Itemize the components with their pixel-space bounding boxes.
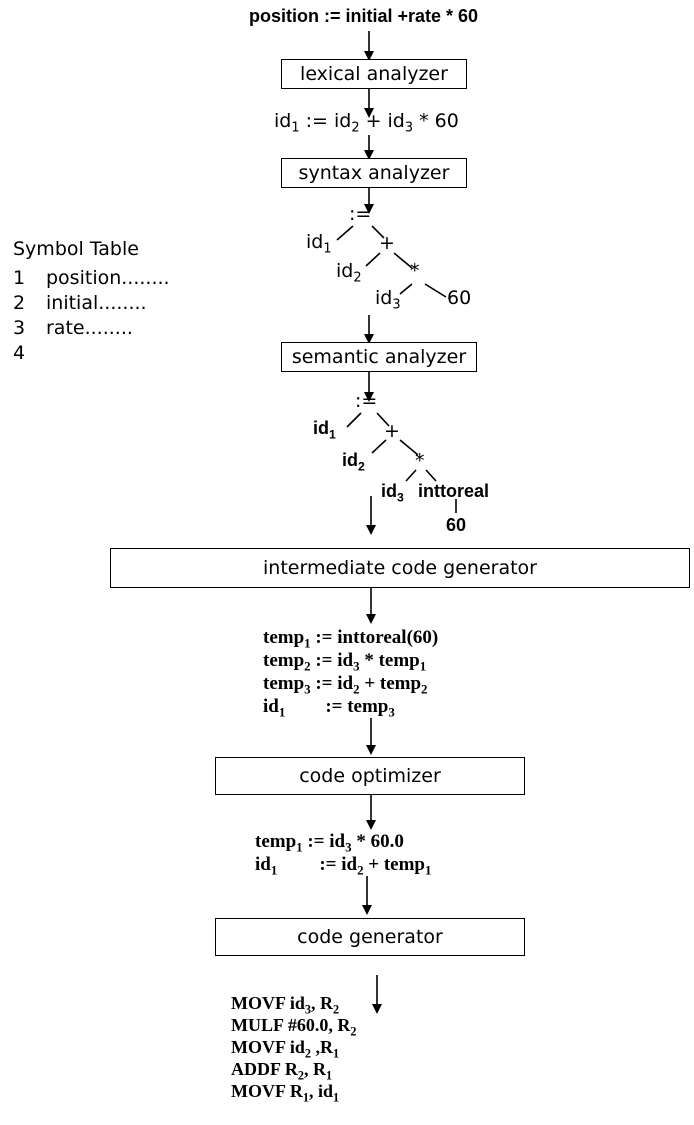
code-line: MULF #60.0, R2 (231, 1015, 357, 1039)
code-line: temp1 := id3 * 60.0 (255, 831, 404, 855)
syntax-analyzer-label: syntax analyzer (298, 162, 450, 184)
semantic-edge-plus-id2 (371, 439, 387, 454)
semantic-edge-plus-times (399, 439, 419, 456)
semantic-tree-id2-node: id2 (342, 450, 365, 474)
semantic-tree-assign-node: := (355, 390, 378, 412)
code-generator-label: code generator (297, 926, 443, 948)
semantic-tree-plus-node: + (384, 420, 400, 442)
code-line: temp2 := id3 * temp1 (263, 650, 427, 674)
source-statement: position := initial +rate * 60 (249, 6, 479, 26)
code-line: ADDF R2, R1 (231, 1059, 333, 1083)
syntax-edge-times-id3 (399, 283, 413, 295)
semantic-edge-times-id3 (405, 469, 417, 482)
code-line: MOVF id3, R2 (231, 993, 340, 1017)
syntax-tree-id3-node: id3 (375, 287, 401, 313)
lexical-analyzer-label: lexical analyzer (300, 63, 448, 85)
code-generator-box: code generator (215, 918, 525, 956)
syntax-tree-times-node: * (410, 260, 420, 282)
syntax-tree-60-node: 60 (447, 287, 472, 309)
intermediate-code: temp1 := inttoreal(60) temp2 := id3 * te… (263, 626, 438, 718)
semantic-analyzer-label: semantic analyzer (291, 346, 467, 368)
code-line: temp1 := inttoreal(60) (263, 627, 439, 651)
machine-code: MOVF id3, R2 MULF #60.0, R2 MOVF id2 ,R1… (231, 992, 357, 1105)
symbol-table-title: Symbol Table (13, 238, 139, 260)
semantic-tree-id3-node: id3 (381, 481, 404, 505)
syntax-tree-assign-node: := (349, 203, 372, 225)
intermediate-code-generator-label: intermediate code generator (263, 557, 537, 579)
intermediate-code-generator-box: intermediate code generator (110, 548, 690, 588)
semantic-tree-times-node: * (415, 450, 425, 472)
code-line: id1:= temp3 (263, 696, 395, 720)
semantic-edge-assign-id1 (346, 412, 362, 428)
semantic-edge-assign-plus (376, 412, 390, 427)
semantic-edge-times-conv (425, 469, 437, 482)
syntax-edge-assign-plus (371, 225, 385, 239)
syntax-edge-times-60 (424, 283, 447, 298)
semantic-tree-60-node: 60 (446, 515, 467, 535)
token-stream: id1 := id2 + id3 * 60 (274, 110, 459, 136)
syntax-edge-plus-times (393, 252, 413, 269)
syntax-tree-id2-node: id2 (336, 260, 362, 286)
optimized-code: temp1 := id3 * 60.0 id1:= id2 + temp1 (255, 830, 431, 876)
syntax-tree-plus-node: + (379, 232, 395, 254)
syntax-edge-assign-id1 (336, 225, 354, 241)
syntax-tree-id1-node: id1 (306, 231, 332, 257)
code-line: temp3 := id2 + temp2 (263, 673, 428, 697)
code-line: MOVF R1, id1 (231, 1081, 340, 1105)
semantic-tree-inttoreal-node: inttoreal (418, 481, 490, 501)
code-optimizer-label: code optimizer (299, 765, 441, 787)
semantic-tree-id1-node: id1 (313, 418, 336, 442)
lexical-analyzer-box: lexical analyzer (281, 59, 467, 89)
symbol-table-row: 4 (13, 342, 26, 364)
code-optimizer-box: code optimizer (215, 757, 525, 795)
code-line: MOVF id2 ,R1 (231, 1037, 340, 1061)
semantic-analyzer-box: semantic analyzer (281, 342, 477, 372)
syntax-edge-plus-id2 (365, 252, 381, 267)
code-line: id1:= id2 + temp1 (255, 854, 432, 878)
syntax-analyzer-box: syntax analyzer (281, 158, 467, 188)
